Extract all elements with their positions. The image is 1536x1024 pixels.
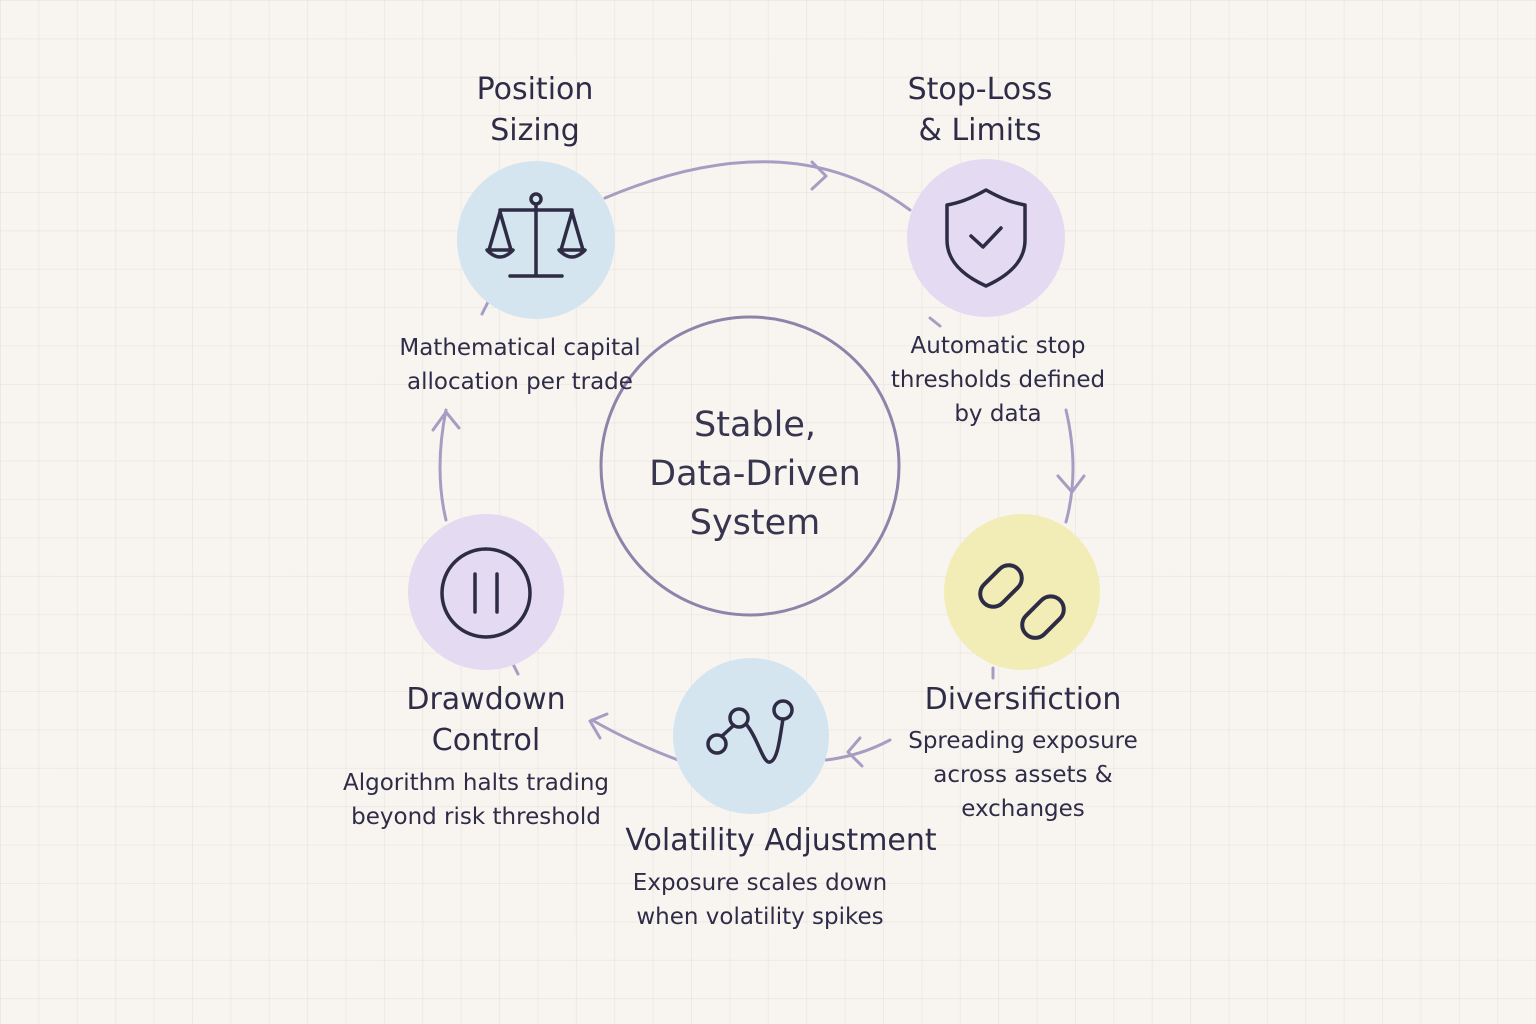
diversification-title-line-1: Diversifiction [924, 682, 1122, 717]
drawdown-title: Drawdown Control [366, 679, 606, 761]
stop-loss-desc-line-2: thresholds defined [890, 367, 1106, 393]
volatility-desc-line-1: Exposure scales down [632, 870, 888, 896]
arrow-drawdown-to-position [438, 408, 448, 522]
tick-drawdown [511, 662, 520, 676]
stop-loss-desc-line-1: Automatic stop [910, 333, 1086, 359]
diversification-desc-line-2: across assets & [933, 762, 1113, 788]
drawdown-description: Algorithm halts trading beyond risk thre… [316, 766, 636, 834]
arrow-position-to-stoploss [603, 160, 912, 212]
chain-link-icon [978, 563, 1066, 640]
position-sizing-title: Position Sizing [410, 69, 660, 151]
volatility-title-line-1: Volatility Adjustment [625, 823, 937, 858]
volatility-circle [673, 658, 829, 814]
volatility-description: Exposure scales down when volatility spi… [605, 866, 915, 934]
stop-loss-title: Stop-Loss & Limits [855, 69, 1105, 151]
drawdown-title-line-2: Control [431, 723, 541, 758]
shield-check-icon [945, 188, 1027, 288]
diversification-desc-line-1: Spreading exposure [908, 728, 1138, 754]
drawdown-circle [408, 514, 564, 670]
position-sizing-desc-line-2: allocation per trade [407, 369, 633, 395]
position-sizing-desc-line-1: Mathematical capital [399, 335, 641, 361]
arrow-volatility-to-drawdown [590, 718, 680, 762]
arrowhead-drawdown-to-position [431, 410, 461, 432]
diversification-title: Diversifiction [893, 679, 1153, 720]
stop-loss-circle [907, 159, 1065, 317]
stop-loss-description: Automatic stop thresholds defined by dat… [858, 329, 1138, 431]
center-label-line-3: System [689, 503, 821, 543]
position-sizing-description: Mathematical capital allocation per trad… [370, 331, 670, 399]
stop-loss-desc-line-3: by data [954, 401, 1042, 427]
drawdown-desc-line-1: Algorithm halts trading [342, 770, 610, 796]
position-sizing-title-line-1: Position [476, 72, 594, 107]
diversification-circle [944, 514, 1100, 670]
center-circle [599, 315, 901, 617]
arrowhead-stoploss-to-diversification [1056, 474, 1086, 494]
tick-position [480, 300, 490, 316]
pause-icon [440, 547, 532, 639]
stop-loss-title-line-2: & Limits [918, 113, 1042, 148]
diversification-description: Spreading exposure across assets & excha… [883, 724, 1163, 826]
center-label-line-1: Stable, [694, 405, 816, 445]
drawdown-title-line-1: Drawdown [406, 682, 566, 717]
position-sizing-title-line-2: Sizing [490, 113, 580, 148]
volatility-curve-icon [706, 699, 794, 764]
volatility-desc-line-2: when volatility spikes [636, 904, 884, 930]
arrow-stoploss-to-diversification [1064, 408, 1075, 524]
balance-scale-icon [485, 192, 587, 278]
center-label-line-2: Data-Driven [649, 454, 861, 494]
connectors [431, 160, 1086, 768]
volatility-title: Volatility Adjustment [596, 820, 966, 861]
arrowhead-diversification-to-volatility [846, 736, 864, 768]
arrowhead-position-to-stoploss [810, 160, 828, 191]
diversification-desc-line-3: exchanges [961, 796, 1085, 822]
stop-loss-title-line-1: Stop-Loss [907, 72, 1053, 107]
arrow-diversification-to-volatility [824, 738, 892, 762]
tick-stoploss [928, 316, 942, 328]
drawdown-desc-line-2: beyond risk threshold [351, 804, 601, 830]
arrowhead-volatility-to-drawdown [588, 712, 609, 740]
center-label: Stable, Data-Driven System [620, 401, 890, 548]
